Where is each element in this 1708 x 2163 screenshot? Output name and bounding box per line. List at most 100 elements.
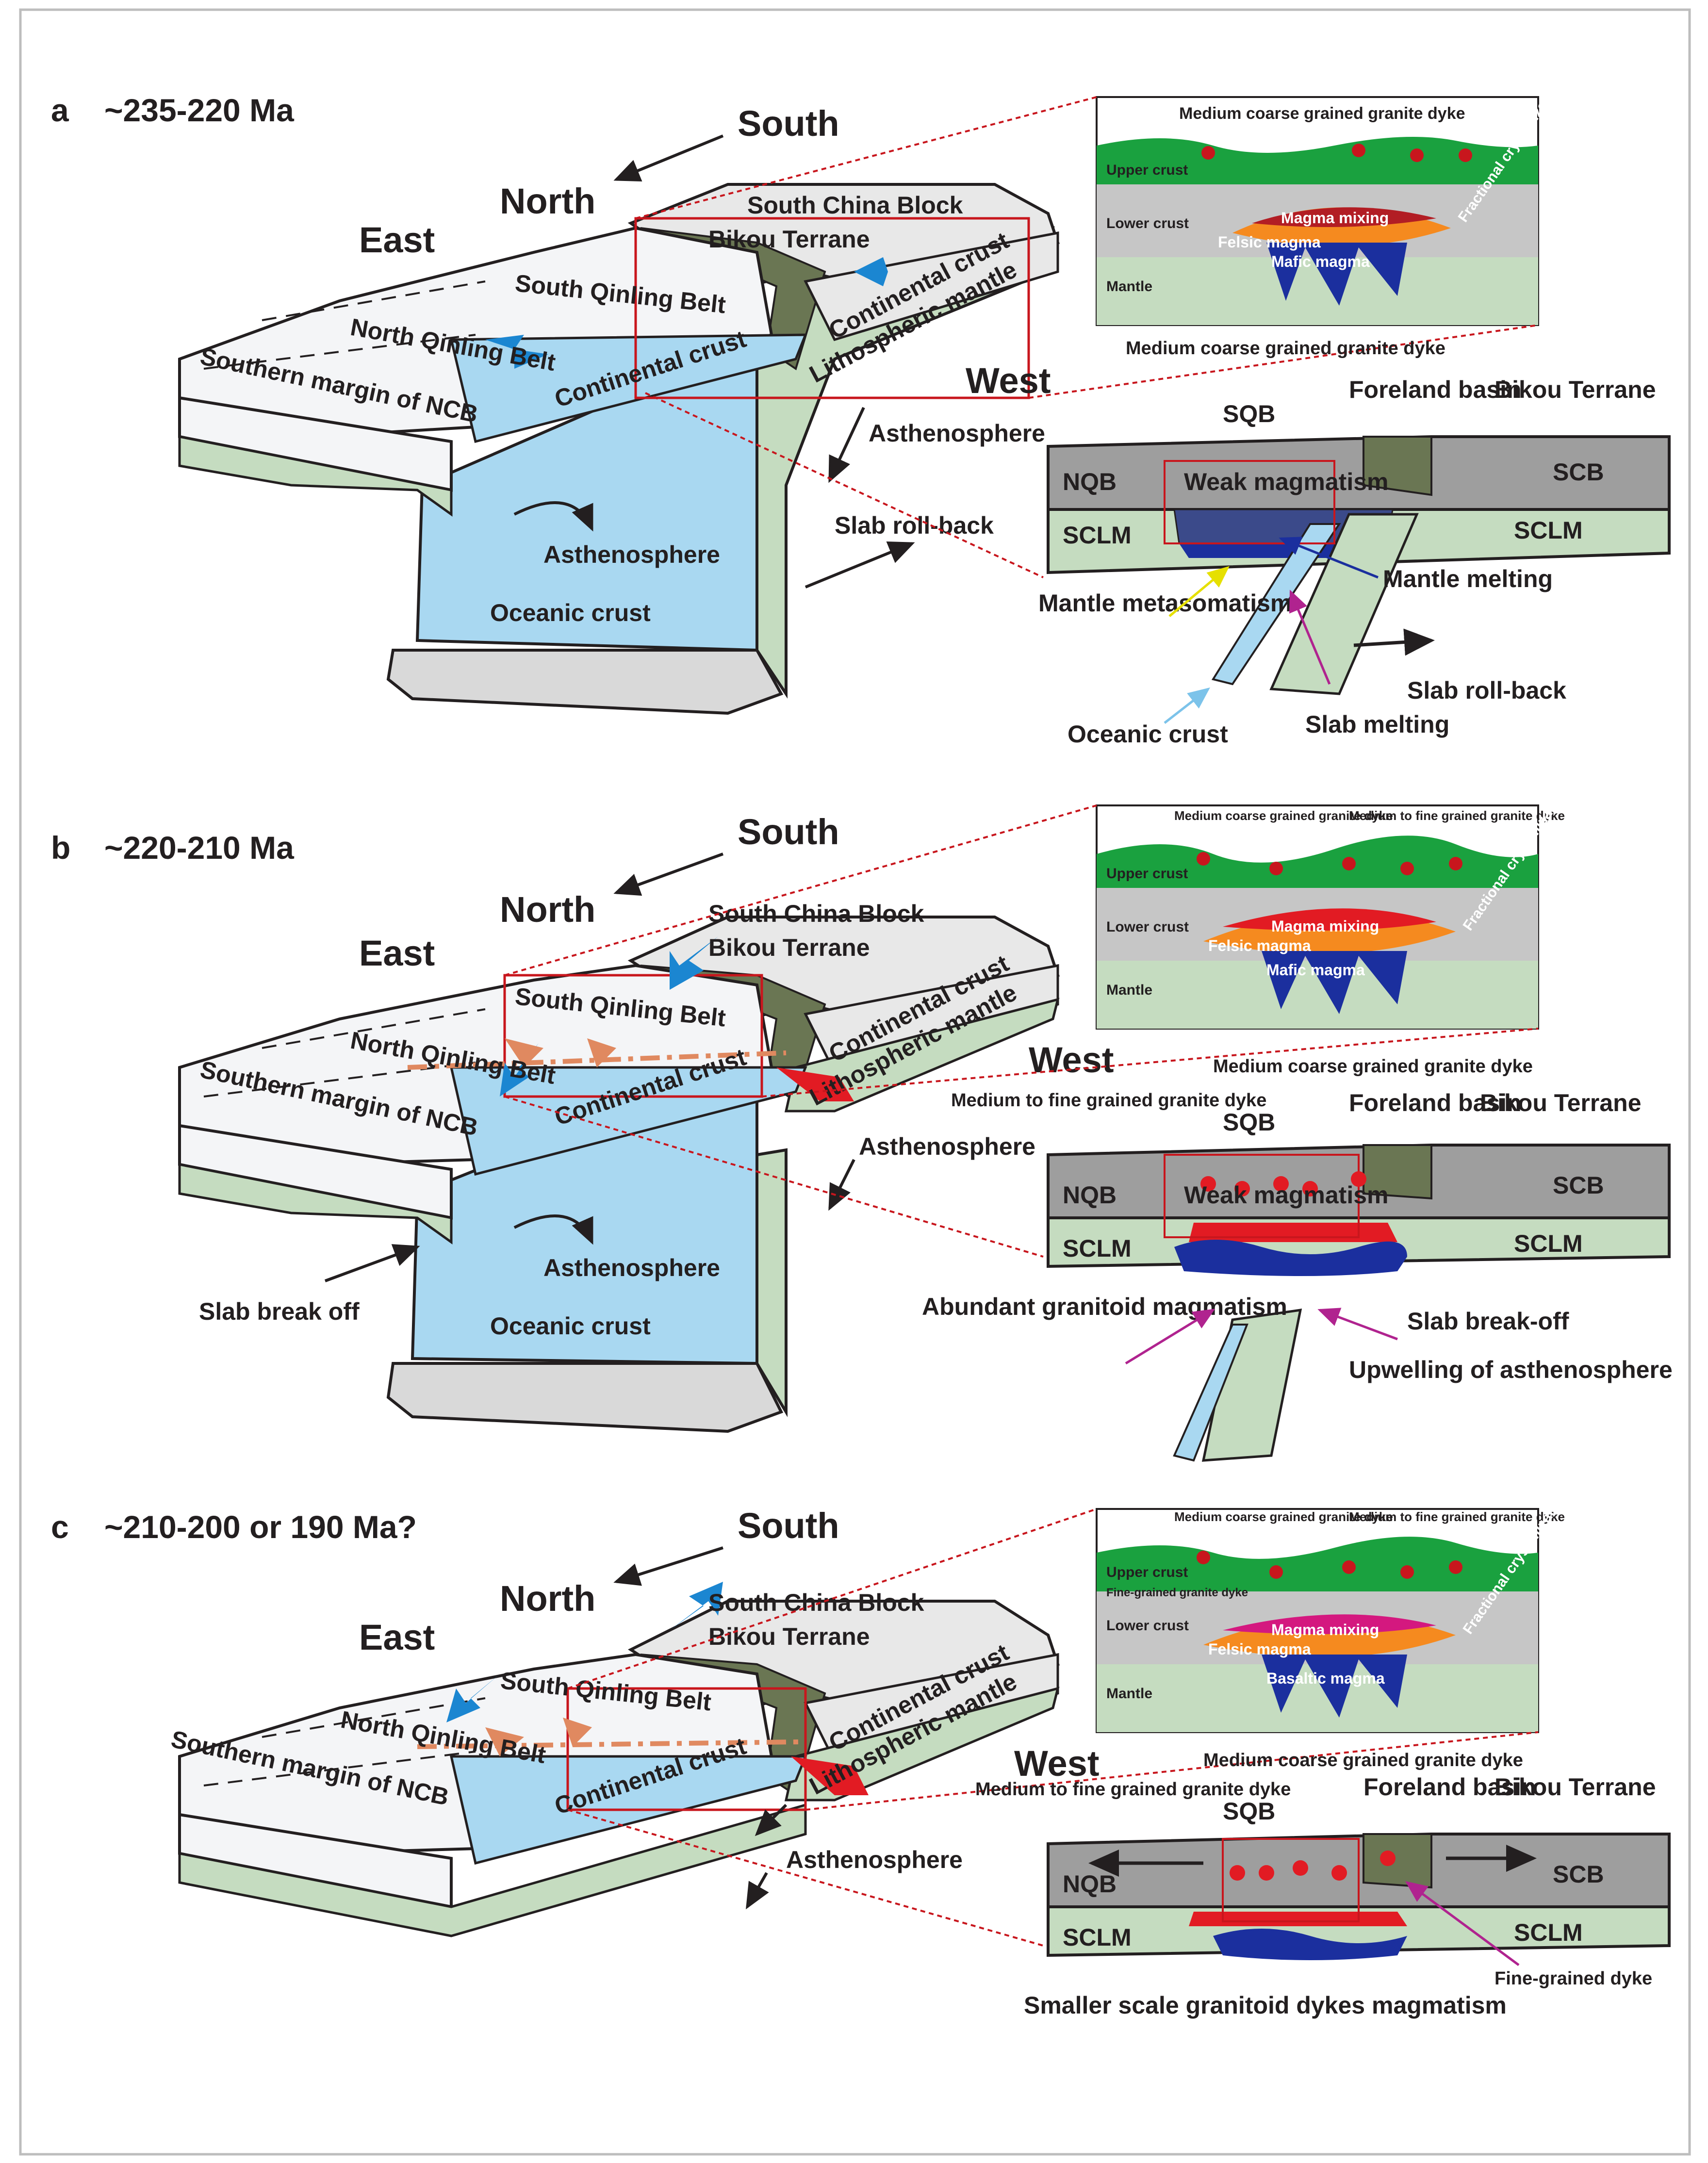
arrow-slab-melting [1289, 590, 1331, 685]
north-block-mantle [178, 435, 453, 517]
b-label-bikou-terrane: Bikou Terrane [708, 934, 870, 961]
section-a-foreland: Foreland basin [1349, 376, 1522, 403]
section-c-label-2: Smaller scale granitoid dykes magmatism [1024, 1992, 1507, 2019]
label-asthenosphere-2: Asthenosphere [543, 541, 720, 568]
panel-a-letter: a [51, 92, 69, 128]
c-label-east: East [359, 1617, 435, 1657]
section-a-label-3: Slab roll-back [1407, 677, 1566, 704]
label-oceanic-crust: Oceanic crust [490, 599, 651, 626]
section-c-sclm-left: SCLM [1063, 1924, 1132, 1951]
arrow-oceanic-crust [1164, 687, 1210, 724]
b-label-south-china-block: South China Block [708, 900, 924, 927]
section-b-dyke-top2: Medium to fine grained granite dyke [951, 1090, 1266, 1111]
foreland-strip [640, 227, 826, 371]
arrow-asthenosphere-down [828, 407, 865, 483]
c-label-south: South [738, 1506, 839, 1546]
inset-a-felsic-magma: Felsic magma [1218, 233, 1321, 251]
section-a-label-5: Slab melting [1305, 711, 1449, 738]
section-b-sqb: SQB [1223, 1109, 1275, 1136]
section-a-dyke-top: Medium coarse grained granite dyke [1126, 338, 1445, 359]
figure-border [19, 8, 1691, 2156]
section-b-weak: Weak magmatism [1184, 1181, 1388, 1209]
section-b-scb: SCB [1553, 1172, 1604, 1199]
b-label-process: Slab break off [199, 1298, 360, 1325]
inset-a-lower-crust: Lower crust [1106, 215, 1189, 231]
section-c-foreland: Foreland basin [1363, 1773, 1536, 1801]
section-b-foreland: Foreland basin [1349, 1089, 1522, 1116]
arrow-metasomatism [1168, 566, 1230, 617]
inset-a-mafic-magma: Mafic magma [1271, 253, 1370, 270]
section-a-weak: Weak magmatism [1184, 468, 1388, 495]
inset-c-mafic-magma: Basaltic magma [1266, 1670, 1385, 1687]
inset-c-magma-mixing: Magma mixing [1271, 1621, 1379, 1639]
inset-frame-a [634, 217, 1030, 399]
section-a-nqb: NQB [1063, 468, 1117, 495]
inset-c-lower-crust: Lower crust [1106, 1618, 1189, 1634]
section-c-sclm-right: SCLM [1514, 1919, 1583, 1946]
arrow-mantle-melting [1279, 537, 1379, 579]
block-diagram-a [178, 183, 1060, 715]
inset-b [1096, 804, 1539, 1030]
inset-b-title2: Medium to fine grained granite dyke [1349, 808, 1565, 823]
panel-c-age: ~210-200 or 190 Ma? [104, 1509, 417, 1545]
b-label-north: North [500, 889, 595, 930]
panel-a: a ~235-220 Ma South North East West Sout… [51, 76, 1671, 748]
arrow-north-south [613, 134, 724, 182]
b-label-west: West [1029, 1040, 1114, 1080]
section-b-nqb: NQB [1063, 1181, 1117, 1209]
inset-a-magma-mixing: Magma mixing [1281, 209, 1389, 227]
inset-c-upper-crust: Upper crust [1106, 1564, 1188, 1580]
blue-arrow-a2 [485, 335, 548, 369]
b-label-oceanic-crust: Oceanic crust [490, 1312, 651, 1340]
section-a-sclm-left: SCLM [1063, 522, 1132, 549]
inset-c-title2: Medium to fine grained granite dyke [1349, 1509, 1565, 1524]
label-south-china-block: South China Block [747, 192, 963, 219]
slab-base [386, 649, 784, 715]
b-label-east: East [359, 933, 435, 973]
inset-b-magma-mixing: Magma mixing [1271, 918, 1379, 935]
panel-c: c ~210-200 or 190 Ma? South North East W… [51, 1488, 1671, 2019]
label-east: East [359, 220, 435, 260]
section-b-bikou: Bikou Terrane [1480, 1089, 1642, 1116]
inset-b-mafic-magma: Mafic magma [1266, 961, 1365, 979]
section-a-sqb: SQB [1223, 400, 1275, 427]
b-label-asthenosphere-2: Asthenosphere [543, 1254, 720, 1281]
section-a [1047, 435, 1671, 695]
inset-a-title: Medium coarse grained granite dyke [1179, 104, 1465, 123]
inset-c-felsic-magma: Felsic magma [1208, 1640, 1311, 1658]
panel-a-age: ~235-220 Ma [104, 92, 295, 128]
inset-c-mantle: Mantle [1106, 1686, 1152, 1702]
section-a-scb: SCB [1553, 459, 1604, 486]
b-label-south: South [738, 812, 839, 852]
section-b-label-2: Slab break-off [1407, 1308, 1569, 1335]
section-b-sclm-left: SCLM [1063, 1235, 1132, 1262]
inset-c-fine-dyke: Fine-grained granite dyke [1106, 1586, 1248, 1599]
section-c-dyke-top2: Medium to fine grained granite dyke [975, 1779, 1291, 1800]
blue-arrow-a1 [854, 238, 970, 286]
section-a-label-2: Mantle metasomatism [1038, 590, 1292, 617]
panel-b-letter: b [51, 830, 70, 866]
section-c-nqb: NQB [1063, 1870, 1117, 1898]
arrow-rollback-a [805, 541, 915, 589]
panel-b: b ~220-210 Ma South North East [51, 785, 1673, 1462]
inset-b-felsic-magma: Felsic magma [1208, 937, 1311, 954]
inset-b-upper-crust: Upper crust [1106, 866, 1188, 882]
panel-b-age: ~220-210 Ma [104, 830, 295, 866]
section-a-sclm-right: SCLM [1514, 517, 1583, 544]
c-label-north: North [500, 1578, 595, 1619]
label-asthenosphere-1: Asthenosphere [869, 420, 1045, 447]
inset-a-mantle: Mantle [1106, 279, 1152, 295]
section-c [1047, 1833, 1671, 1960]
label-south: South [738, 103, 839, 144]
section-b-sclm-right: SCLM [1514, 1230, 1583, 1257]
block-diagram-b [178, 916, 1060, 1433]
panel-c-letter: c [51, 1509, 69, 1545]
arrow-rollback-section [1353, 628, 1435, 656]
continental-crust-south [804, 231, 1059, 342]
c-label-south-china-block: South China Block [708, 1589, 924, 1616]
section-c-scb: SCB [1553, 1861, 1604, 1888]
section-c-bikou: Bikou Terrane [1494, 1773, 1656, 1801]
c-label-bikou-terrane: Bikou Terrane [708, 1623, 870, 1650]
label-process: Slab roll-back [835, 512, 994, 539]
